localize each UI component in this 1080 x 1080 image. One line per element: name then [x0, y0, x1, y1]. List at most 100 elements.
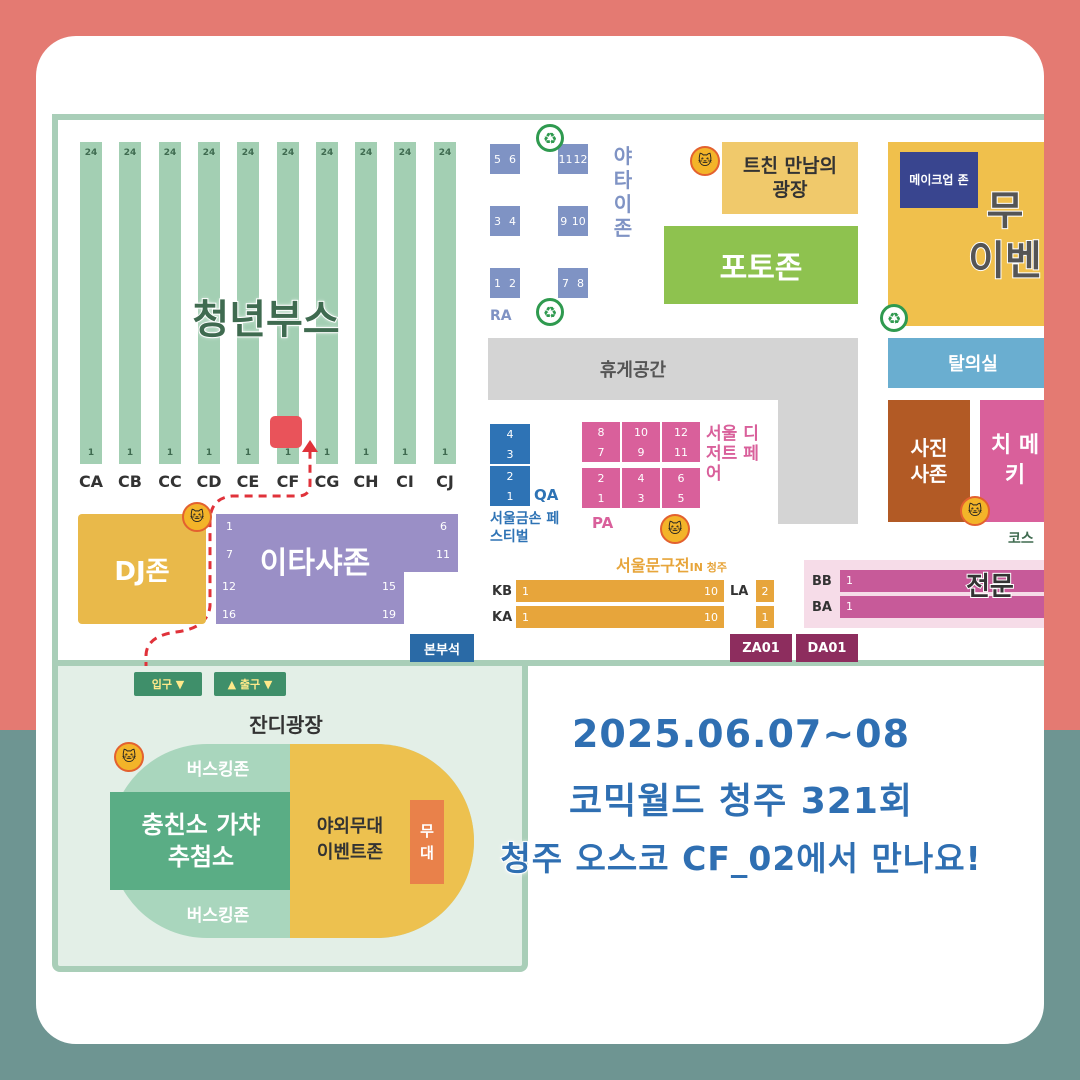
la-cell[interactable]: 1 — [756, 606, 774, 628]
itasha-number: 6 — [440, 520, 447, 533]
bb-row[interactable]: 1 — [840, 570, 1044, 592]
promo-meet-message: 청주 오스코 CF_02에서 만나요! — [499, 838, 982, 879]
pink-zone[interactable]: 치 메 키 — [980, 400, 1044, 522]
column-label: CF — [276, 472, 300, 491]
booth-location-marker[interactable] — [270, 416, 302, 448]
mascot-icon: 🐱 — [114, 742, 144, 772]
itasha-zone-lower[interactable] — [216, 572, 404, 624]
strip-top-number: 24 — [281, 148, 295, 158]
dj-zone[interactable]: DJ존 — [78, 514, 206, 624]
strip-top-number: 24 — [241, 148, 255, 158]
gacha-raffle-zone[interactable]: 충친소 가챠추첨소 — [141, 811, 261, 871]
da01-booth[interactable]: DA01 — [796, 634, 858, 662]
strip-bottom-number: 1 — [126, 448, 134, 458]
seoul-dessert-fair-title: 서울 디저트 페어 — [706, 424, 759, 484]
mascot-icon: 🐱 — [660, 514, 690, 544]
youth-booth-title: 청년부스 — [191, 296, 340, 344]
youth-booth-strip-ce[interactable]: 24 1 — [237, 142, 259, 464]
ba-row[interactable]: 1 — [840, 596, 1044, 618]
headquarters-booth[interactable]: 본부석 — [410, 634, 474, 662]
la-cell[interactable]: 2 — [756, 580, 774, 602]
stage[interactable]: 무대 — [410, 800, 444, 884]
strip-bottom-number: 1 — [244, 448, 252, 458]
youth-booth-strip-cb[interactable]: 24 1 — [119, 142, 141, 464]
dressing-room[interactable]: 탈의실 — [888, 338, 1044, 388]
recycle-icon: ♻ — [536, 124, 564, 152]
column-label: CC — [158, 472, 182, 491]
strip-top-number: 24 — [123, 148, 137, 158]
event-zone-title: 무 이벤 — [967, 187, 1043, 285]
makeup-zone[interactable]: 메이크업 존 — [900, 152, 978, 208]
strip-bottom-number: 1 — [284, 448, 292, 458]
itasha-number: 7 — [226, 548, 233, 561]
strip-top-number: 24 — [320, 148, 334, 158]
exit-sign[interactable]: ▲ 출구 ▼ — [214, 672, 286, 696]
itasha-number: 1 — [226, 520, 233, 533]
itasha-zone[interactable] — [216, 514, 458, 572]
rest-area-label: 휴게공간 — [599, 360, 667, 381]
recycle-icon: ♻ — [880, 304, 908, 332]
outdoor-stage-event-zone: 야외무대 이벤트존 — [316, 816, 384, 863]
entrance-sign[interactable]: 입구 ▼ — [134, 672, 202, 696]
seoul-golden-hands-festival: 서울금손 페스티벌 — [490, 511, 560, 545]
strip-top-number: 24 — [163, 148, 177, 158]
itasha-number: 11 — [436, 548, 450, 561]
strip-bottom-number: 1 — [401, 448, 409, 458]
mascot-icon: 🐱 — [960, 496, 990, 526]
za01-booth[interactable]: ZA01 — [730, 634, 792, 662]
promo-date: 2025.06.07~08 — [571, 711, 911, 757]
strip-top-number: 24 — [438, 148, 452, 158]
yata-zone-title: 야타이존 — [613, 144, 633, 240]
bb-label: BB — [812, 574, 832, 589]
strip-top-number: 24 — [359, 148, 373, 158]
rest-area-extension — [778, 400, 858, 524]
column-label: CE — [236, 472, 260, 491]
pa-label: PA — [592, 514, 614, 532]
column-label: CB — [118, 472, 142, 491]
itasha-zone-title: 이타샤존 — [259, 546, 371, 581]
youth-booth-strip-cg[interactable]: 24 1 — [316, 142, 338, 464]
busking-zone-bottom[interactable]: 버스킹존 — [186, 905, 250, 926]
ka-label: KA — [492, 610, 513, 625]
la-label: LA — [730, 584, 749, 599]
busking-zone-top[interactable]: 버스킹존 — [186, 759, 250, 780]
column-label: CG — [314, 472, 340, 491]
photo-zone[interactable]: 포토존 — [664, 226, 858, 304]
photo-studio-zone[interactable]: 사진사존 — [888, 400, 970, 522]
lawn-plaza-title: 잔디광장 — [249, 712, 323, 737]
twitch-plaza[interactable]: 트친 만남의 광장 — [722, 142, 858, 214]
column-label: CD — [196, 472, 222, 491]
strip-top-number: 24 — [202, 148, 216, 158]
mascot-icon: 🐱 — [182, 502, 212, 532]
itasha-number: 16 — [222, 608, 236, 621]
qa-label: QA — [534, 486, 559, 504]
strip-bottom-number: 1 — [87, 448, 95, 458]
youth-booth-strip-cf[interactable]: 24 1 — [277, 142, 299, 464]
gacha-area[interactable] — [110, 792, 290, 890]
youth-booth-strip-cj[interactable]: 24 1 — [434, 142, 456, 464]
strip-bottom-number: 1 — [323, 448, 331, 458]
strip-bottom-number: 1 — [441, 448, 449, 458]
